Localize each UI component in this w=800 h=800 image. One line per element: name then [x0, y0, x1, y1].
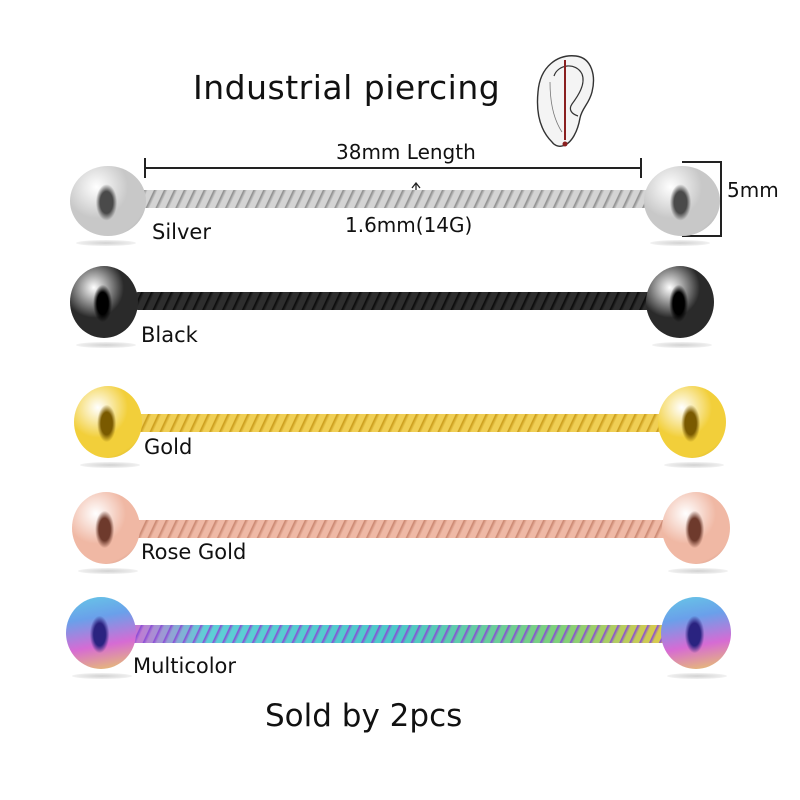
ball-shadow — [72, 673, 132, 679]
product-title: Industrial piercing — [193, 68, 501, 107]
variant-row: Rose Gold — [0, 492, 800, 592]
footer-note: Sold by 2pcs — [265, 698, 463, 734]
barbell-ball-left — [70, 266, 138, 338]
variant-row: Multicolor — [0, 597, 800, 697]
barbell-ball-left — [70, 166, 146, 236]
barbell-rod — [132, 414, 664, 432]
variant-label: Rose Gold — [141, 540, 247, 564]
barbell-rod — [138, 190, 650, 208]
ball-shadow — [668, 568, 728, 574]
barbell-ball-left — [72, 492, 140, 564]
ball-shadow — [76, 342, 136, 348]
barbell-rod — [125, 625, 668, 643]
ball-shadow — [80, 462, 140, 468]
variant-row: Silver — [0, 152, 800, 252]
barbell-ball-right — [646, 266, 714, 338]
ball-shadow — [652, 342, 712, 348]
length-tick-right — [640, 158, 642, 178]
ball-shadow — [650, 240, 710, 246]
length-dimension-line — [145, 167, 641, 169]
variant-label: Gold — [144, 435, 193, 459]
diameter-bracket — [682, 161, 722, 237]
ball-shadow — [78, 568, 138, 574]
barbell-rod — [130, 520, 668, 538]
ear-diagram-icon — [536, 55, 595, 147]
variant-label: Silver — [152, 220, 211, 244]
variant-label: Black — [141, 323, 198, 347]
barbell-rod — [135, 292, 654, 310]
variant-row: Black — [0, 266, 800, 366]
barbell-ball-right — [658, 386, 726, 458]
variant-row: Gold — [0, 386, 800, 486]
barbell-ball-right — [644, 166, 720, 236]
diameter-label: 5mm — [727, 178, 779, 202]
barbell-ball-left — [74, 386, 142, 458]
length-label: 38mm Length — [336, 140, 476, 164]
ball-shadow — [664, 462, 724, 468]
ball-shadow — [76, 240, 136, 246]
length-tick-left — [144, 158, 146, 178]
barbell-ball-right — [661, 597, 731, 669]
barbell-ball-left — [66, 597, 136, 669]
ball-shadow — [667, 673, 727, 679]
barbell-ball-right — [662, 492, 730, 564]
variant-label: Multicolor — [133, 654, 237, 678]
gauge-label: 1.6mm(14G) — [345, 213, 473, 237]
